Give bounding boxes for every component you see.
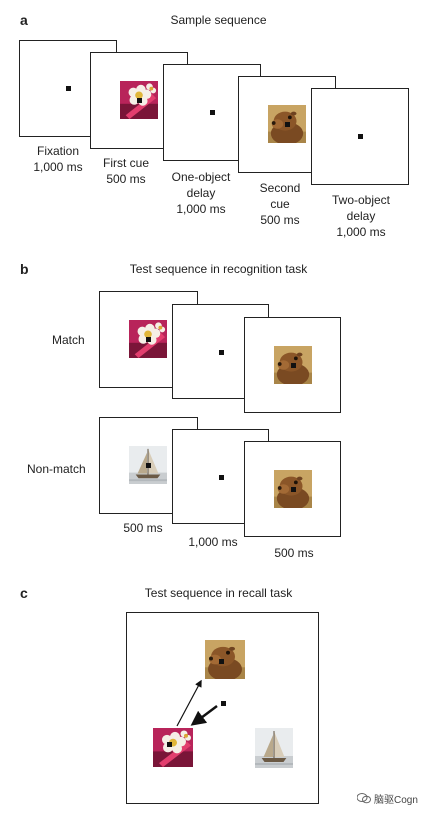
fixation-dot	[219, 350, 224, 355]
two-object-delay-label: Two-object delay 1,000 ms	[331, 193, 391, 239]
fixation-dot	[285, 122, 290, 127]
fixation-dot	[291, 363, 296, 368]
fixation-dot	[66, 86, 71, 91]
fixation-dot	[210, 110, 215, 115]
first-cue-label: First cue 500 ms	[102, 156, 149, 186]
nonmatch-second-frame	[244, 441, 341, 537]
panel-c-title: Test sequence in recall task	[144, 586, 293, 600]
fixation-dot	[221, 701, 226, 706]
fixation-dot	[146, 337, 151, 342]
panel-a-title: Sample sequence	[170, 13, 267, 27]
arrow-to-flower	[190, 705, 218, 726]
time-label-third: 500 ms	[274, 546, 314, 560]
fixation-dot	[146, 463, 151, 468]
fixation-dot	[219, 475, 224, 480]
watermark-text: 脑驱Cogn	[374, 795, 418, 806]
saccade-arrows	[176, 679, 218, 727]
panel-b-letter: b	[20, 261, 29, 277]
wechat-icon	[356, 791, 371, 804]
time-label-first: 500 ms	[123, 521, 163, 535]
two-object-delay-frame	[311, 88, 409, 185]
panel-a-letter: a	[20, 12, 28, 28]
match-second-frame	[244, 317, 341, 413]
fixation-dot	[358, 134, 363, 139]
panel-b-title: Test sequence in recognition task	[129, 262, 308, 276]
panel-c-letter: c	[20, 585, 28, 601]
nonmatch-row-label: Non-match	[27, 462, 86, 476]
fixation-label: Fixation 1,000 ms	[33, 144, 83, 174]
time-label-second: 1,000 ms	[188, 535, 238, 549]
recall-frame	[126, 612, 319, 804]
flower-marker-dot	[167, 742, 172, 747]
one-object-delay-label: One-object delay 1,000 ms	[171, 170, 231, 216]
marmot-marker-dot	[219, 659, 224, 664]
arrow-to-marmot	[176, 679, 202, 727]
match-row-label: Match	[52, 333, 85, 347]
fixation-dot	[291, 487, 296, 492]
second-cue-label: Second cue 500 ms	[259, 181, 301, 227]
fixation-dot	[137, 98, 142, 103]
